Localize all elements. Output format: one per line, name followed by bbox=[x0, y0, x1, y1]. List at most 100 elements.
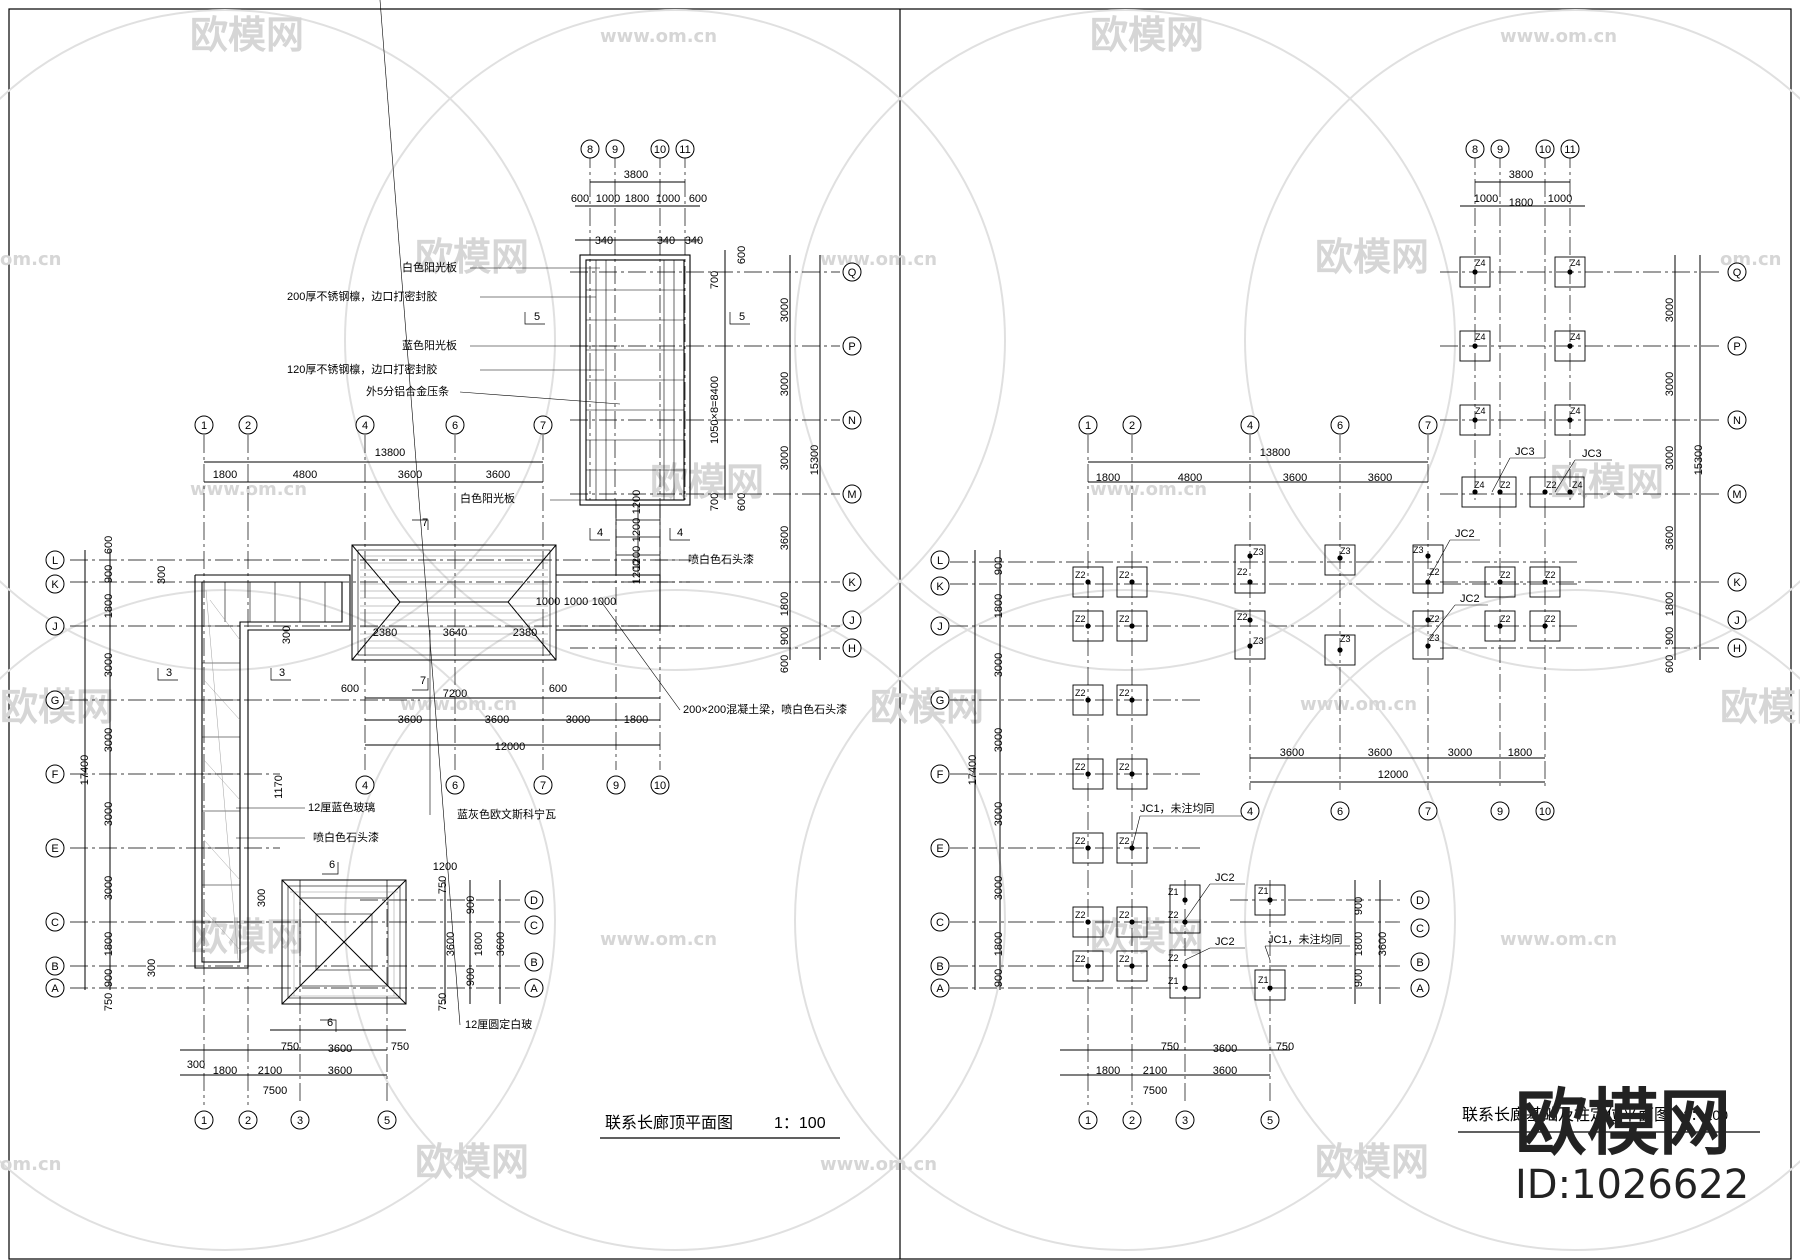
column-tag: Z2 bbox=[1237, 567, 1248, 577]
dim-text: 3000 bbox=[993, 728, 1005, 752]
dim-text: 700 bbox=[709, 493, 721, 511]
column-tag: Z2 bbox=[1119, 614, 1130, 624]
dim-text: 3600 bbox=[1368, 747, 1392, 759]
dim-text: 1800 bbox=[993, 932, 1005, 956]
dim-text: 300 bbox=[156, 566, 168, 584]
axis-label: K bbox=[848, 577, 856, 589]
dim-text: 750 bbox=[437, 876, 449, 894]
left-roof-plan bbox=[70, 0, 840, 1105]
column-tag: Z1 bbox=[1258, 886, 1269, 896]
column-tag: Z2 bbox=[1075, 762, 1086, 772]
dim-text: 600 bbox=[1664, 655, 1676, 673]
dim-text: 300 bbox=[281, 626, 293, 644]
column-tag: Z2 bbox=[1500, 614, 1511, 624]
plan-title: 联系长廊顶平面图 bbox=[605, 1113, 733, 1132]
left-callout-labels: 白色阳光板 200厚不锈钢檩，边口打密封胶 蓝色阳光板 120厚不锈钢檩，边口打… bbox=[287, 260, 847, 1031]
axis-label: 1 bbox=[201, 420, 207, 432]
axis-label: 1 bbox=[1085, 420, 1091, 432]
dim-text: 340 bbox=[657, 235, 675, 247]
axis-label: 9 bbox=[1497, 144, 1503, 156]
column-tag: Z3 bbox=[1253, 636, 1264, 646]
axis-label: F bbox=[52, 769, 59, 781]
dim-text: 1800 bbox=[103, 932, 115, 956]
dim-text: 12000 bbox=[1378, 769, 1409, 781]
column-tag: Z2 bbox=[1075, 688, 1086, 698]
dim-text: 1000 bbox=[536, 596, 560, 608]
plan-scale: 1：100 bbox=[774, 1115, 826, 1132]
axis-label: 2 bbox=[245, 1115, 251, 1127]
axis-label: A bbox=[530, 983, 538, 995]
axis-label: 5 bbox=[1267, 1115, 1273, 1127]
callout-label: 喷白色石头漆 bbox=[688, 552, 754, 566]
axis-label: P bbox=[848, 341, 855, 353]
callout-label: 200×200混凝土梁，喷白色石头漆 bbox=[683, 702, 847, 716]
footing-label: JC1，未注均同 bbox=[1268, 932, 1343, 946]
dim-text: 1000 bbox=[564, 596, 588, 608]
dim-text: 750 bbox=[437, 993, 449, 1011]
dim-text: 3000 bbox=[103, 802, 115, 826]
dim-text: 17400 bbox=[967, 755, 979, 786]
watermark-url: www.om.cn bbox=[600, 26, 717, 47]
callout-label: 200厚不锈钢檩，边口打密封胶 bbox=[287, 289, 437, 303]
dim-lines bbox=[84, 181, 821, 1076]
dim-text: 3600 bbox=[398, 714, 422, 726]
axis-label: Q bbox=[848, 267, 857, 279]
dim-text: 750 bbox=[281, 1041, 299, 1053]
axis-label: K bbox=[936, 581, 944, 593]
column-tag: Z2 bbox=[1075, 570, 1086, 580]
column-tag: Z2 bbox=[1237, 612, 1248, 622]
watermark-url: www.om.cn bbox=[1090, 479, 1207, 500]
dim-text: 340 bbox=[685, 235, 703, 247]
dim-text: 1000 bbox=[656, 193, 680, 205]
column-tag: Z3 bbox=[1253, 547, 1264, 557]
dim-text: 1800 bbox=[1664, 592, 1676, 616]
id-badge: 欧模网 ID:1026622 bbox=[1515, 1081, 1749, 1208]
column-tag: Z2 bbox=[1500, 570, 1511, 580]
axis-label: G bbox=[51, 695, 60, 707]
dim-text: 1200 bbox=[631, 560, 643, 584]
axis-label: N bbox=[1733, 415, 1741, 427]
axis-label: 7 bbox=[540, 420, 546, 432]
dim-text: 900 bbox=[103, 565, 115, 583]
dim-text: 2380 bbox=[513, 627, 537, 639]
right-dimension-texts: 3800 1000 1800 1000 13800 1800 4800 3600… bbox=[1096, 169, 1572, 1097]
dim-text: 3600 bbox=[486, 469, 510, 481]
right-foundation-plan bbox=[950, 150, 1720, 1105]
column-tag: Z2 bbox=[1429, 567, 1440, 577]
dim-text: 17400 bbox=[79, 755, 91, 786]
axis-label: A bbox=[936, 983, 944, 995]
footing-label: JC2 bbox=[1215, 872, 1235, 884]
section-mark: 6 bbox=[327, 1017, 333, 1029]
axis-label: 7 bbox=[540, 780, 546, 792]
dim-text: 3600 bbox=[1213, 1065, 1237, 1077]
axis-label: 10 bbox=[654, 144, 666, 156]
left-axis-bubbles bbox=[45, 139, 862, 1130]
left-dimension-texts: 3800 600 1000 1800 1000 600 340 340 340 … bbox=[187, 169, 707, 1097]
axis-label: 2 bbox=[1129, 1115, 1135, 1127]
dim-text: 13800 bbox=[1260, 447, 1291, 459]
watermark-brand: 欧模网 bbox=[1090, 13, 1204, 57]
dim-text: 1800 bbox=[624, 714, 648, 726]
dim-text: 3600 bbox=[495, 932, 507, 956]
column-tag: Z2 bbox=[1119, 762, 1130, 772]
axis-label: J bbox=[849, 615, 855, 627]
dim-text: 700 bbox=[709, 271, 721, 289]
right-plan-title-block: 联系长廊基础及柱定位平面图 1：100 bbox=[1458, 1105, 1760, 1133]
column-tag: Z2 bbox=[1075, 954, 1086, 964]
dim-text: 2100 bbox=[258, 1065, 282, 1077]
watermark-brand: 欧模网 bbox=[1315, 1140, 1429, 1184]
axis-label: 4 bbox=[1247, 806, 1253, 818]
callout-label: 12厘蓝色玻璃 bbox=[308, 800, 375, 814]
section-marks: 5 5 4 4 7 7 3 3 6 6 bbox=[166, 311, 745, 1029]
dim-text: 1000 bbox=[1548, 193, 1572, 205]
leader-lines bbox=[236, 0, 681, 1026]
axis-label: L bbox=[937, 555, 943, 567]
dim-text: 3000 bbox=[566, 714, 590, 726]
watermark-url: www.om.cn bbox=[1500, 929, 1617, 950]
axis-label: 6 bbox=[1337, 806, 1343, 818]
section-mark: 5 bbox=[739, 311, 745, 323]
axis-label: D bbox=[530, 895, 538, 907]
dim-text: 1800 bbox=[213, 1065, 237, 1077]
dim-text: 3600 bbox=[779, 526, 791, 550]
dim-text: 600 bbox=[571, 193, 589, 205]
